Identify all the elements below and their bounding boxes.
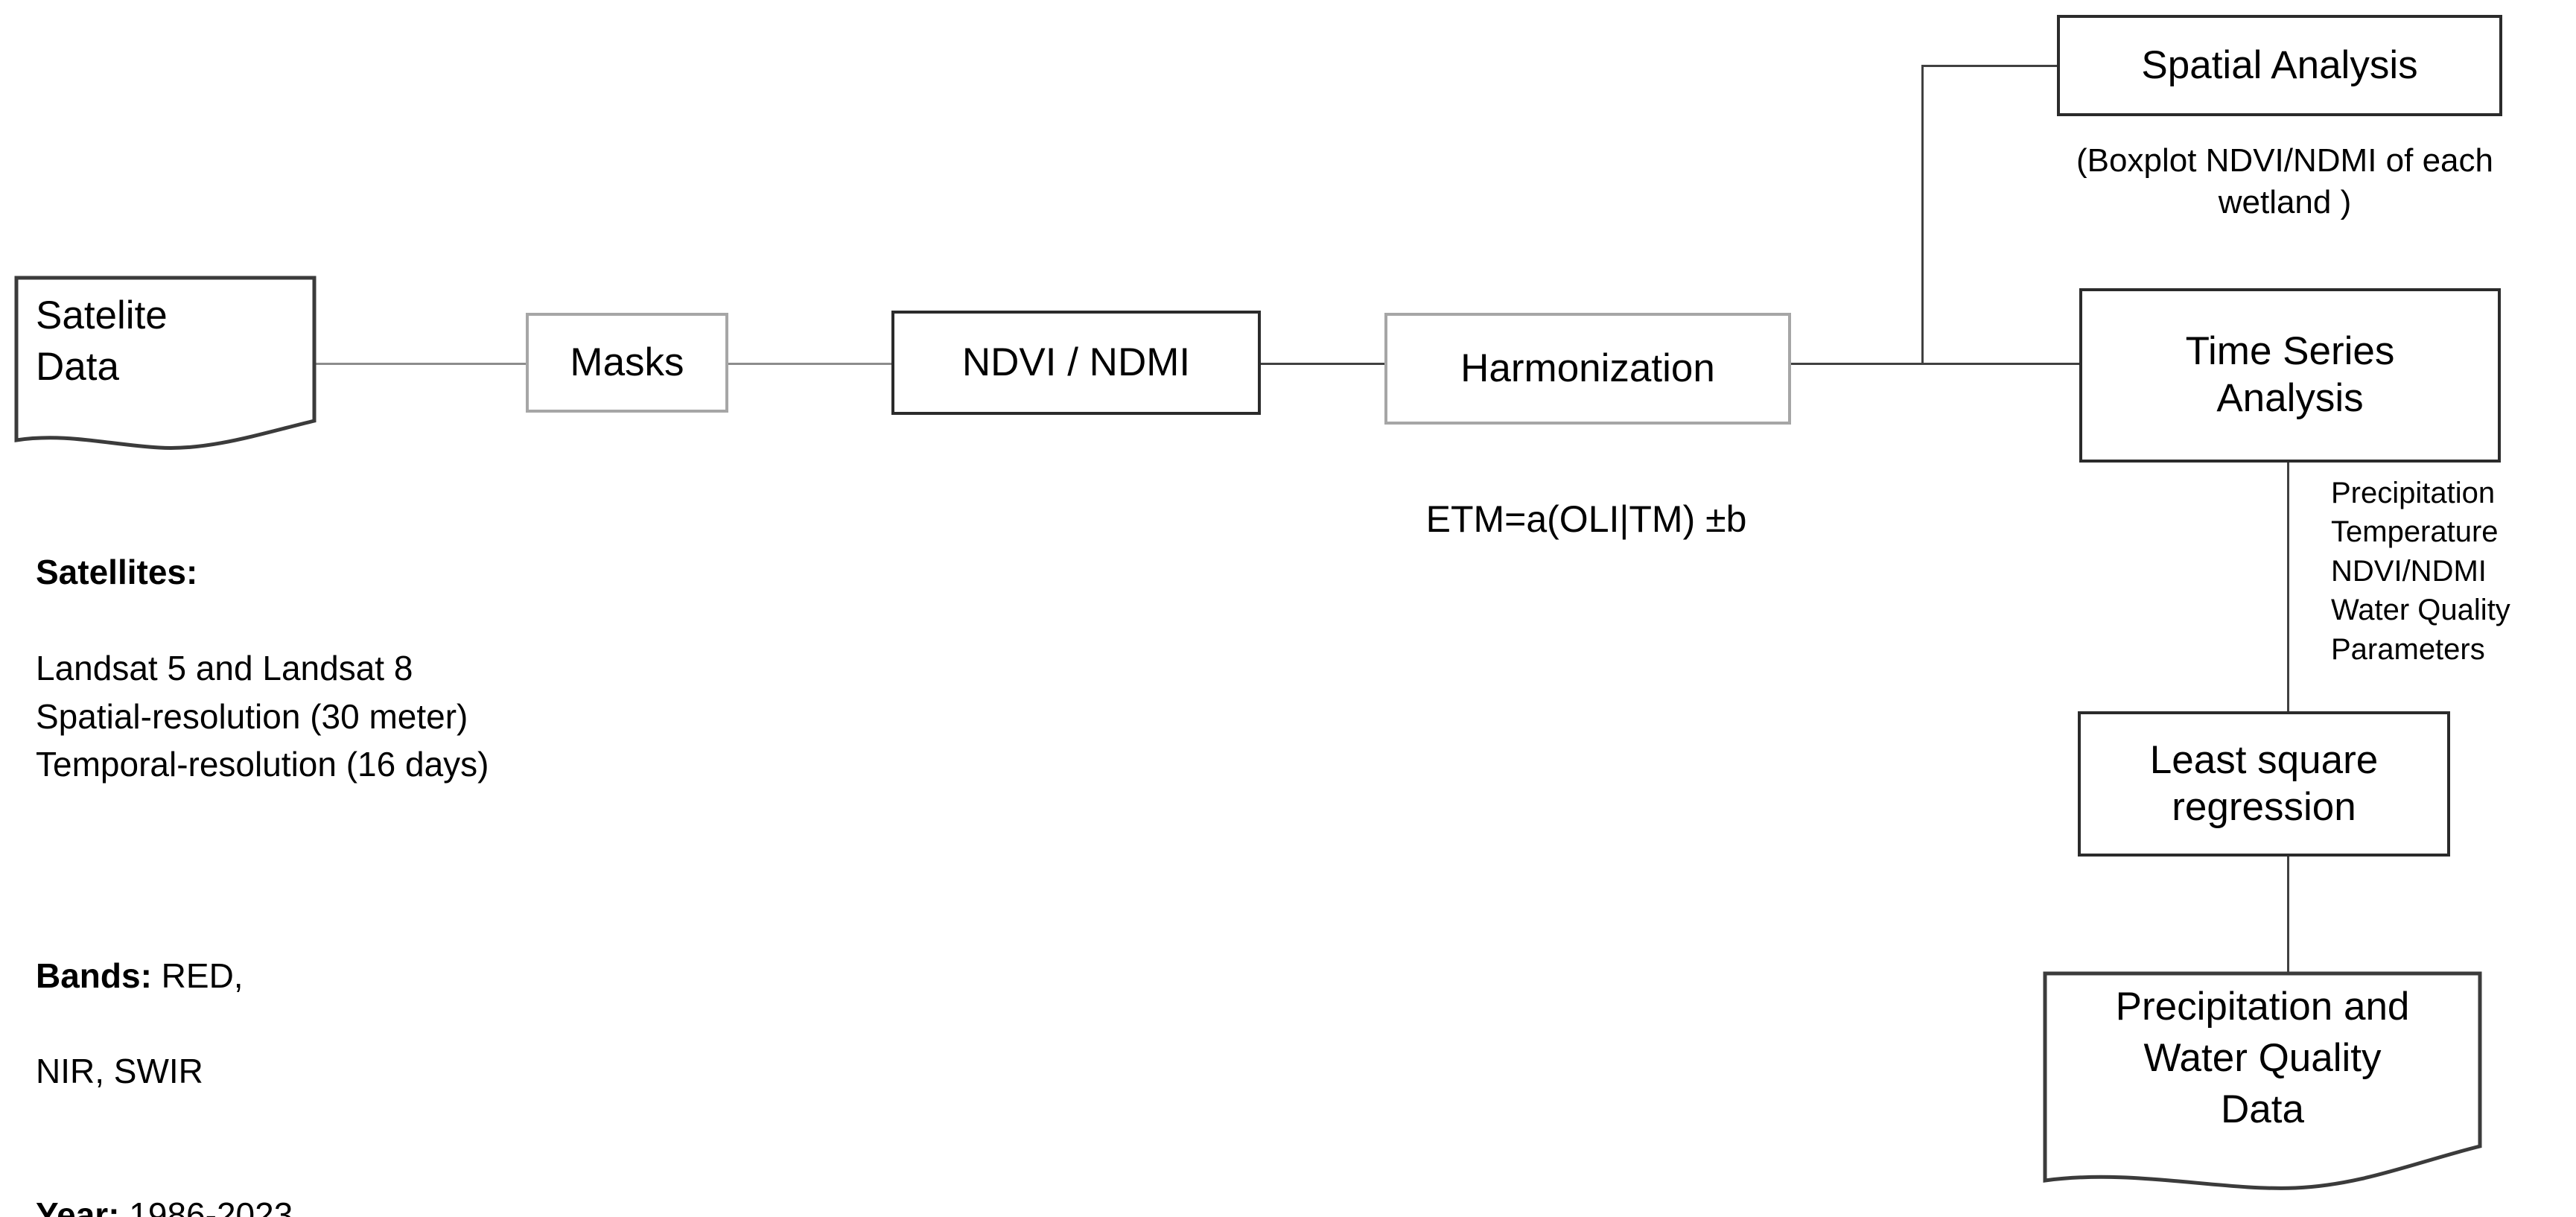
connector-branch-to-spatial — [1921, 65, 2060, 67]
bands-heading: Bands: — [36, 956, 152, 995]
satellite-details-block: Satellites: Landsat 5 and Landsat 8 Spat… — [36, 501, 602, 1217]
connector-timeseries-to-leastsquare — [2287, 462, 2289, 713]
bands-line2: NIR, SWIR — [36, 1052, 203, 1091]
harmonization-formula: ETM=a(OLI|TM) ±b — [1425, 498, 1747, 540]
connector-satellite-to-masks — [311, 363, 527, 365]
satellite-data-shape — [14, 276, 317, 450]
year-heading: Year: — [36, 1195, 120, 1217]
connector-leastsquare-to-precipdata — [2287, 855, 2289, 976]
node-spatial-analysis[interactable]: Spatial Analysis — [2057, 15, 2502, 116]
year-value: 1986-2023 — [119, 1195, 293, 1217]
bands-line: Bands: RED, — [36, 903, 602, 1000]
time-series-input-list: Precipitation Temperature NDVI/NDMI Wate… — [2331, 477, 2510, 666]
connector-harmonization-to-right — [1790, 363, 2082, 365]
precipitation-water-quality-shape — [2043, 971, 2482, 1190]
precipitation-water-quality-label: Precipitation and Water Quality Data — [2115, 985, 2410, 1131]
node-harmonization[interactable]: Harmonization — [1384, 313, 1791, 425]
node-masks-label: Masks — [570, 340, 684, 384]
node-time-series-analysis-label: Time Series Analysis — [2185, 329, 2395, 420]
node-time-series-analysis[interactable]: Time Series Analysis — [2079, 288, 2501, 463]
node-masks[interactable]: Masks — [526, 313, 728, 413]
bands-value: RED, — [151, 956, 244, 995]
node-harmonization-label: Harmonization — [1460, 346, 1715, 390]
satellites-heading: Satellites: — [36, 553, 198, 592]
node-spatial-analysis-label: Spatial Analysis — [2141, 42, 2418, 87]
satellite-data-label: Satelite Data — [36, 293, 168, 389]
node-ndvi-ndmi-label: NDVI / NDMI — [961, 340, 1191, 384]
connector-indices-to-harmonization — [1259, 363, 1386, 365]
satellites-lines: Landsat 5 and Landsat 8 Spatial-resoluti… — [36, 649, 489, 784]
spatial-analysis-note: (Boxplot NDVI/NDMI of each wetland ) — [2076, 142, 2493, 220]
node-ndvi-ndmi[interactable]: NDVI / NDMI — [891, 311, 1261, 415]
node-least-square-regression-label: Least square regression — [2149, 737, 2379, 829]
details-spacer — [36, 836, 602, 856]
connector-masks-to-indices — [727, 363, 894, 365]
node-least-square-regression[interactable]: Least square regression — [2078, 711, 2450, 857]
connector-branch-vertical-to-spatial — [1921, 65, 1924, 364]
year-line: Year: 1986-2023 — [36, 1143, 602, 1217]
